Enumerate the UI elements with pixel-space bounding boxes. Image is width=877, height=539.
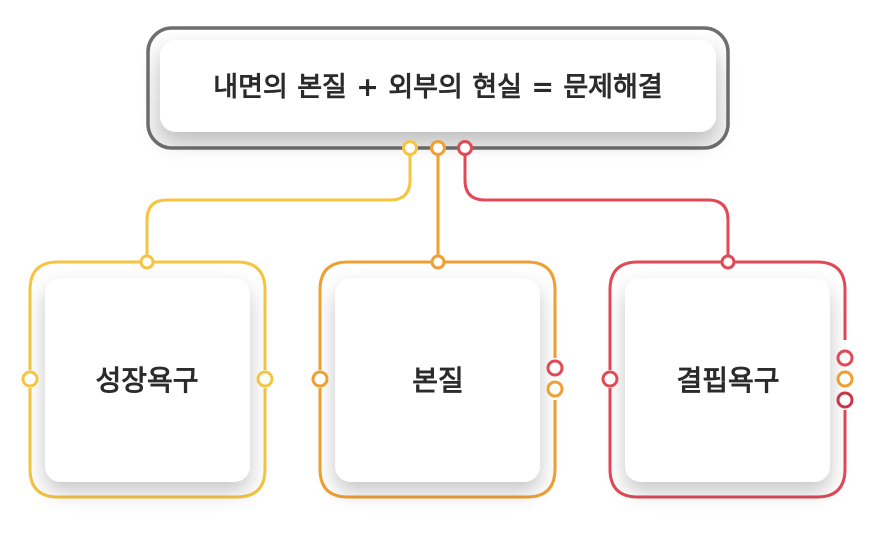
box-label: 결핍욕구 [676, 364, 779, 397]
node-icon [402, 140, 418, 156]
node-icon [836, 349, 854, 367]
node-icon [546, 380, 564, 398]
box-label: 성장욕구 [95, 364, 198, 397]
node-icon [311, 370, 329, 388]
node-icon [430, 140, 446, 156]
node-icon [720, 254, 736, 270]
node-icon [430, 254, 446, 270]
box-essence: 본질 [318, 260, 557, 499]
title-text: 내면의 본질 + 외부의 현실 = 문제해결 [213, 72, 662, 103]
node-icon [139, 254, 155, 270]
connector-yellow [145, 155, 412, 256]
node-icon [457, 140, 473, 156]
box-deficiency-needs: 결핍욕구 [608, 260, 847, 499]
node-icon [601, 370, 619, 388]
node-icon [256, 370, 274, 388]
node-icon [836, 391, 854, 409]
node-icon [546, 359, 564, 377]
node-icon [836, 370, 854, 388]
box-label: 본질 [412, 364, 464, 397]
connector-red [463, 155, 730, 256]
box-growth-needs: 성장욕구 [28, 260, 267, 499]
title-box: 내면의 본질 + 외부의 현실 = 문제해결 [146, 26, 730, 150]
connection-nodes [21, 140, 854, 409]
node-icon [21, 370, 39, 388]
